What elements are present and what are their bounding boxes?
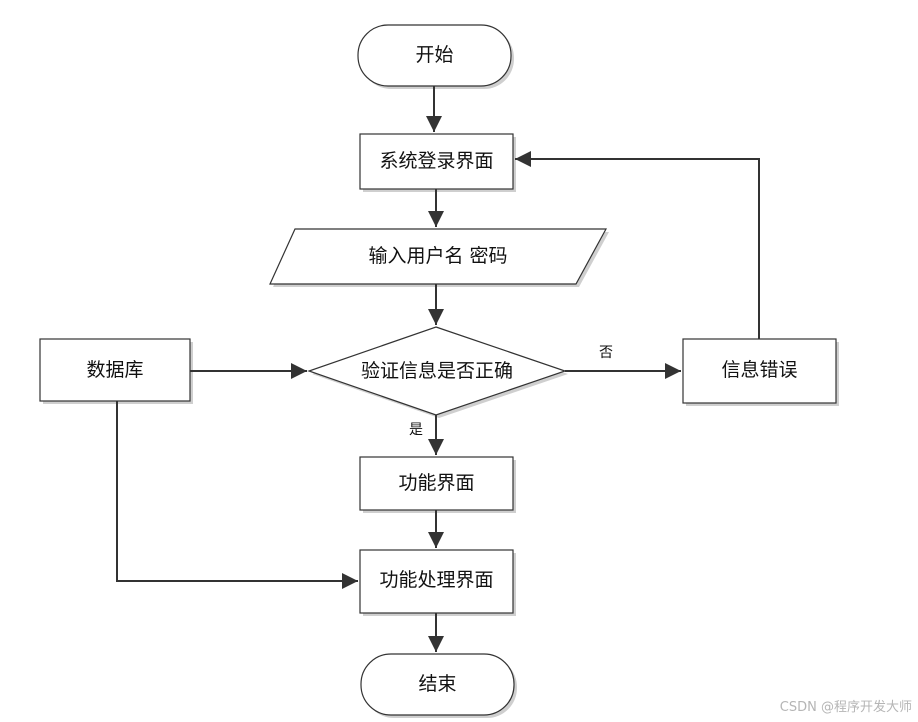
verify-decision-label: 验证信息是否正确 xyxy=(361,360,513,382)
input-credentials-box: 输入用户名 密码 xyxy=(269,228,609,287)
watermark: CSDN @程序开发大师 xyxy=(780,699,912,715)
login-screen-label: 系统登录界面 xyxy=(379,150,493,172)
login-screen-box: 系统登录界面 xyxy=(359,133,516,192)
database-box: 数据库 xyxy=(39,338,193,404)
function-screen-box: 功能界面 xyxy=(359,456,516,513)
verify-decision-diamond: 验证信息是否正确 xyxy=(307,326,568,418)
info-error-box: 信息错误 xyxy=(682,338,839,406)
function-screen-label: 功能界面 xyxy=(398,472,474,494)
end-terminal: 结束 xyxy=(360,653,517,718)
function-processing-box: 功能处理界面 xyxy=(359,549,516,616)
info-error-label: 信息错误 xyxy=(721,359,797,381)
input-credentials-label: 输入用户名 密码 xyxy=(368,245,507,267)
start-terminal: 开始 xyxy=(357,24,514,89)
end-label: 结束 xyxy=(418,673,456,695)
edge-label-yes: 是 xyxy=(409,422,423,438)
edge-label-no: 否 xyxy=(599,345,613,361)
database-label: 数据库 xyxy=(86,359,143,381)
function-processing-label: 功能处理界面 xyxy=(379,569,493,591)
arrow-db-to-processing xyxy=(116,401,358,589)
start-label: 开始 xyxy=(415,44,453,66)
arrow-error-back-to-login xyxy=(515,151,760,339)
